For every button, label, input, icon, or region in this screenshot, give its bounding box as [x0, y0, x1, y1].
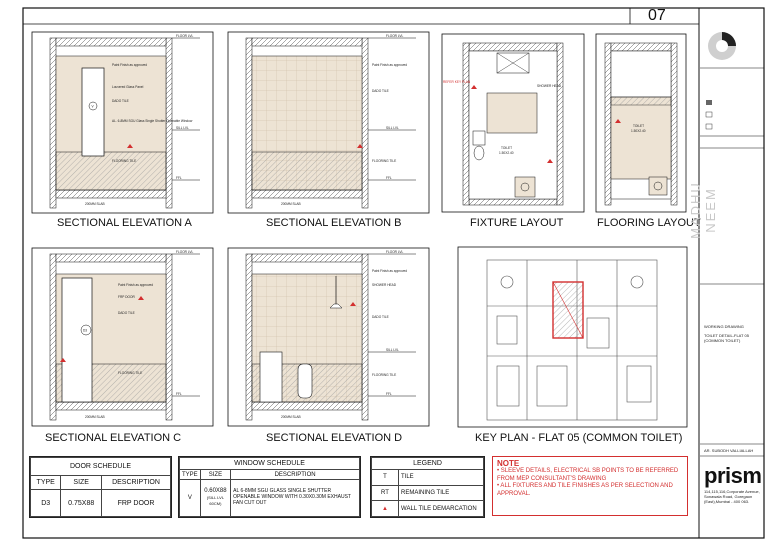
note-box: NOTE • SLEEVE DETAILS, ELECTRICAL SB POI…: [492, 456, 688, 516]
annot-dado-d: DADO TILE: [372, 315, 389, 319]
door-row-type: D3: [29, 489, 62, 517]
annot-paint-c: Paint Finish as approved: [118, 283, 153, 287]
level-sill-b: SILL LVL: [386, 126, 399, 130]
door-row-size: 0.75X88: [60, 489, 102, 517]
annot-flooring-b: FLOORING TILE: [372, 159, 396, 163]
project-watermark: MADHU NEEM: [688, 181, 718, 239]
titleblock-address: 114,115,116,Corporate Avenue, Sonawala R…: [704, 489, 760, 504]
panel-title-elevation-c: SECTIONAL ELEVATION C: [45, 432, 182, 444]
annot-paint-b: Paint Finish as approved: [372, 63, 407, 67]
annot-window-a: AL. 6-8MM SGU Glass Single Shutter Opena…: [112, 119, 193, 123]
legend-label-remaining: REMAINING TILE: [398, 484, 484, 502]
door-col-size: SIZE: [60, 475, 102, 490]
fixture-toilet-label: TOILET: [501, 146, 512, 150]
legend-sym-remaining: RT: [371, 484, 399, 502]
level-floor-c: FLOOR LVL: [176, 250, 194, 254]
legend-sym-tile: T: [371, 469, 399, 486]
elevation-b-drawing: FLOOR LVL SILL LVL FFL Paint Finish as a…: [227, 31, 430, 214]
window-col-size: SIZE: [199, 469, 232, 480]
svg-text:D3: D3: [83, 329, 87, 333]
window-schedule: WINDOW SCHEDULE TYPE SIZE DESCRIPTION V …: [178, 456, 361, 518]
level-sill-d: SILL LVL: [386, 348, 399, 352]
window-row-type: V: [179, 479, 201, 517]
panel-title-key-plan: KEY PLAN - FLAT 05 (COMMON TOILET): [475, 432, 683, 444]
level-floor-a: FLOOR LVL: [176, 34, 194, 38]
note-line-1: • SLEEVE DETAILS, ELECTRICAL SB POINTS T…: [497, 468, 679, 482]
flooring-toilet-label: TOILET: [633, 124, 644, 128]
flooring-toilet-size: 1.50X2.40: [631, 129, 646, 133]
annot-paint-d: Paint Finish as approved: [372, 269, 407, 273]
beam-c: 200MM SLAB: [85, 415, 105, 419]
legend-label-tile: TILE: [398, 469, 484, 486]
flooring-layout-drawing: TOILET 1.50X2.40: [595, 33, 687, 213]
level-ffl-a: FFL: [176, 176, 182, 180]
panel-title-elevation-a: SECTIONAL ELEVATION A: [57, 217, 192, 229]
titleblock-architect: AR. SUBODH VALLIALLAH: [704, 448, 754, 453]
legend-title: LEGEND: [371, 457, 484, 470]
elevation-a-drawing: V FLOOR LVL SILL LVL FFL Paint Finish as…: [31, 31, 214, 214]
annot-dado-b: DADO TILE: [372, 89, 389, 93]
sheet-number: 07: [648, 7, 666, 24]
annot-flooring-c: FLOORING TILE: [118, 371, 142, 375]
annot-shower-d: SHOWER HEAD: [372, 283, 397, 287]
level-floor-d: FLOOR LVL: [386, 250, 404, 254]
annot-shower: SHOWER HEAD: [537, 84, 562, 88]
annot-dado-a: DADO TILE: [112, 99, 129, 103]
window-row-size-value: 0.60X88: [204, 488, 227, 495]
annot-paint-a: Paint Finish as approved: [112, 63, 147, 67]
beam-d: 200MM SLAB: [281, 415, 301, 419]
annot-dado-c: DADO TILE: [118, 311, 135, 315]
panel-title-flooring: FLOORING LAYOUT: [597, 217, 701, 229]
annot-flooring-a: FLOORING TILE: [112, 159, 136, 163]
titleblock-drawing-type: WORKING DRAWING: [704, 324, 744, 329]
titleblock-brand: prism: [704, 463, 762, 488]
window-row-size-note: (SILL LVL 60CM): [206, 494, 225, 507]
door-schedule: DOOR SCHEDULE TYPE SIZE DESCRIPTION D3 0…: [29, 456, 172, 518]
level-ffl-b: FFL: [386, 176, 392, 180]
window-row-size: 0.60X88 (SILL LVL 60CM): [199, 479, 232, 517]
annot-extern: REFER KEY PLAN: [443, 80, 471, 84]
titleblock-drawing-name: TOILET DETAIL-FLAT 05 (COMMON TOILET): [704, 333, 749, 343]
level-floor-b: FLOOR LVL: [386, 34, 404, 38]
fixture-toilet-size: 1.50X2.40: [499, 151, 514, 155]
door-col-desc: DESCRIPTION: [101, 475, 171, 490]
elevation-c-drawing: D3 FLOOR LVL FFL Paint Finish as approve…: [31, 247, 214, 427]
level-ffl-c: FFL: [176, 392, 182, 396]
legend-label-demarcation: WALL TILE DEMARCATION: [398, 500, 484, 517]
legend-sym-demarcation: ▲: [371, 500, 399, 517]
key-plan-drawing: [457, 246, 688, 428]
window-schedule-title: WINDOW SCHEDULE: [179, 457, 360, 470]
panel-title-fixture: FIXTURE LAYOUT: [470, 217, 564, 229]
door-row-desc: FRP DOOR: [101, 489, 171, 517]
level-ffl-d: FFL: [386, 392, 392, 396]
beam-b: 200MM SLAB: [281, 202, 301, 206]
elevation-d-drawing: FLOOR LVL SILL LVL FFL Paint Finish as a…: [227, 247, 430, 427]
note-title: NOTE: [497, 459, 520, 468]
window-col-type: TYPE: [179, 469, 201, 480]
annot-door-c: FRP DOOR: [118, 295, 135, 299]
annot-louvered-a: Louvered Glass Panel: [112, 85, 144, 89]
level-sill-a: SILL LVL: [176, 126, 189, 130]
window-col-desc: DESCRIPTION: [230, 469, 360, 480]
beam-a: 200MM SLAB: [85, 202, 105, 206]
svg-text:V: V: [92, 105, 95, 109]
window-row-desc: AL 6-8MM SGU GLASS SINGLE SHUTTER OPENAB…: [230, 479, 360, 517]
panel-title-elevation-b: SECTIONAL ELEVATION B: [266, 217, 402, 229]
door-col-type: TYPE: [29, 475, 62, 490]
door-schedule-title: DOOR SCHEDULE: [30, 457, 171, 476]
annot-flooring-d: FLOORING TILE: [372, 373, 396, 377]
panel-title-elevation-d: SECTIONAL ELEVATION D: [266, 432, 403, 444]
titleblock-frame: [700, 32, 764, 457]
fixture-layout-drawing: REFER KEY PLAN TOILET 1.50X2.40 SHOWER H…: [441, 33, 585, 213]
note-line-2: • ALL FIXTURES AND TILE FINISHES AS PER …: [497, 483, 673, 497]
